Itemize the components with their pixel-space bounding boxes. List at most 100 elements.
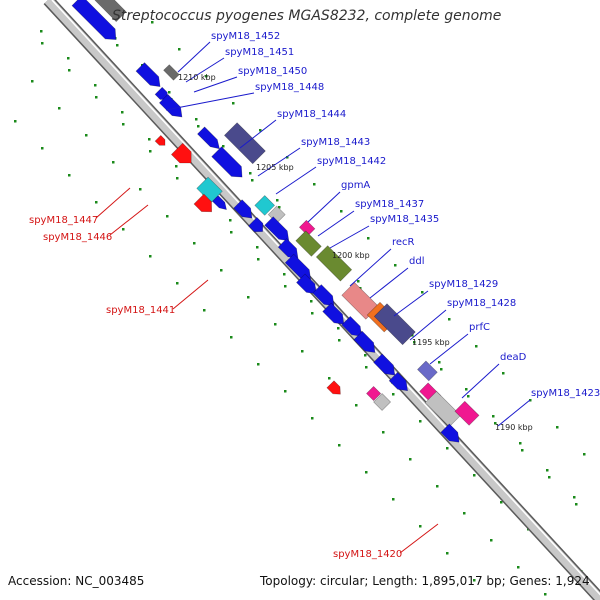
tick-dot [367,237,370,240]
tick-dot [112,161,115,164]
gene-label[interactable]: spyM18_1450 [238,66,307,77]
gene-feature-30[interactable] [353,330,376,353]
gene-feature-9[interactable] [170,142,192,164]
tick-dot [68,69,71,72]
tick-label: 1210 kbp [178,73,216,82]
tick-dot [446,447,449,450]
gene-features [71,0,480,443]
gene-label[interactable]: spyM18_1420 [333,549,402,560]
gene-label[interactable]: spyM18_1442 [317,156,386,167]
gene-label[interactable]: spyM18_1435 [370,214,439,225]
gene-label[interactable]: spyM18_1441 [106,305,175,316]
gene-feature-14[interactable] [254,195,276,216]
callout-line [393,290,429,317]
tick-dot [419,525,422,528]
tick-dot [58,107,61,110]
tick-dot [121,111,124,114]
gene-feature-37[interactable] [417,360,438,382]
gene-label[interactable]: spyM18_1452 [211,31,280,42]
gene-feature-35[interactable] [373,393,392,411]
gene-feature-12[interactable] [233,199,253,219]
tick-dot [310,300,313,303]
gene-feature-24[interactable] [193,193,213,213]
gene-feature-34[interactable] [366,385,382,402]
callout-line [275,166,317,195]
callout-line [399,523,439,554]
tick-dot [259,129,262,132]
tick-label: 1195 kbp [412,338,450,347]
tick-dot [205,75,208,78]
gene-feature-13[interactable] [248,216,264,233]
gene-feature-27[interactable] [341,282,380,320]
callout-line [177,41,211,73]
gene-feature-33[interactable] [388,371,408,392]
gene-label[interactable]: spyM18_1437 [355,199,424,210]
tick-dot [122,228,125,231]
tick-dot [583,453,586,456]
gene-feature-6[interactable] [197,126,220,150]
tick-dot [257,363,260,366]
accession-text: Accession: NC_003485 [8,574,145,588]
gene-label[interactable]: deaD [500,352,527,363]
gene-label[interactable]: spyM18_1428 [447,298,516,309]
topology-text: Topology: circular; Length: 1,895,017 bp… [260,574,590,588]
callout-line [329,225,370,249]
tick-dot [463,512,466,515]
gene-feature-31[interactable] [373,303,416,346]
tick-dot [148,138,151,141]
gene-label[interactable]: recR [392,237,415,248]
gene-label[interactable]: spyM18_1448 [255,82,324,93]
callout-line [193,76,238,93]
gene-feature-2[interactable] [135,62,161,87]
tick-dot [249,172,252,175]
gene-label[interactable]: gpmA [341,180,370,191]
gene-label[interactable]: ddl [409,256,424,267]
callout-line [239,119,277,149]
gene-feature-5[interactable] [163,64,180,81]
gene-label[interactable]: spyM18_1451 [225,47,294,58]
gene-feature-40[interactable] [454,400,480,426]
tick-dot [411,334,414,337]
tick-dot [40,30,43,33]
tick-dot [149,150,152,153]
tick-dot [41,42,44,45]
tick-dot [546,469,549,472]
tick-dot [247,296,250,299]
gene-feature-32[interactable] [373,353,396,376]
gene-feature-41[interactable] [440,423,460,443]
gene-feature-21[interactable] [295,230,322,257]
gene-feature-22[interactable] [315,245,353,282]
gene-label[interactable]: spyM18_1429 [429,279,498,290]
gene-feature-25[interactable] [312,284,335,307]
gene-label[interactable]: spyM18_1443 [301,137,370,148]
gene-feature-36[interactable] [326,380,341,395]
tick-dot [95,201,98,204]
callout-line [257,147,301,177]
gene-feature-28[interactable] [341,315,362,337]
gene-label[interactable]: spyM18_1447 [29,215,98,226]
tick-dot [365,366,368,369]
gene-label[interactable]: spyM18_1446 [43,232,112,243]
gene-feature-16[interactable] [264,216,290,242]
callout-line [307,191,341,223]
gene-feature-26[interactable] [322,302,345,325]
gene-feature-19[interactable] [296,273,317,295]
tick-dot [176,177,179,180]
gene-label[interactable]: spyM18_1444 [277,109,346,120]
gene-feature-0[interactable] [71,0,117,40]
tick-dot [230,231,233,234]
gene-feature-7[interactable] [211,146,243,178]
gene-label[interactable]: prfC [469,322,490,333]
tick-dot [500,501,503,504]
tick-dot [67,57,70,60]
tick-dot [365,471,368,474]
tick-dot [284,390,287,393]
tick-dot [229,219,232,222]
gene-label[interactable]: spyM18_1423 [531,388,600,399]
gene-feature-10[interactable] [154,134,166,146]
gene-feature-1[interactable] [94,0,127,23]
gene-feature-4[interactable] [158,93,183,118]
tick-dot [85,134,88,137]
gene-feature-8[interactable] [223,122,266,165]
